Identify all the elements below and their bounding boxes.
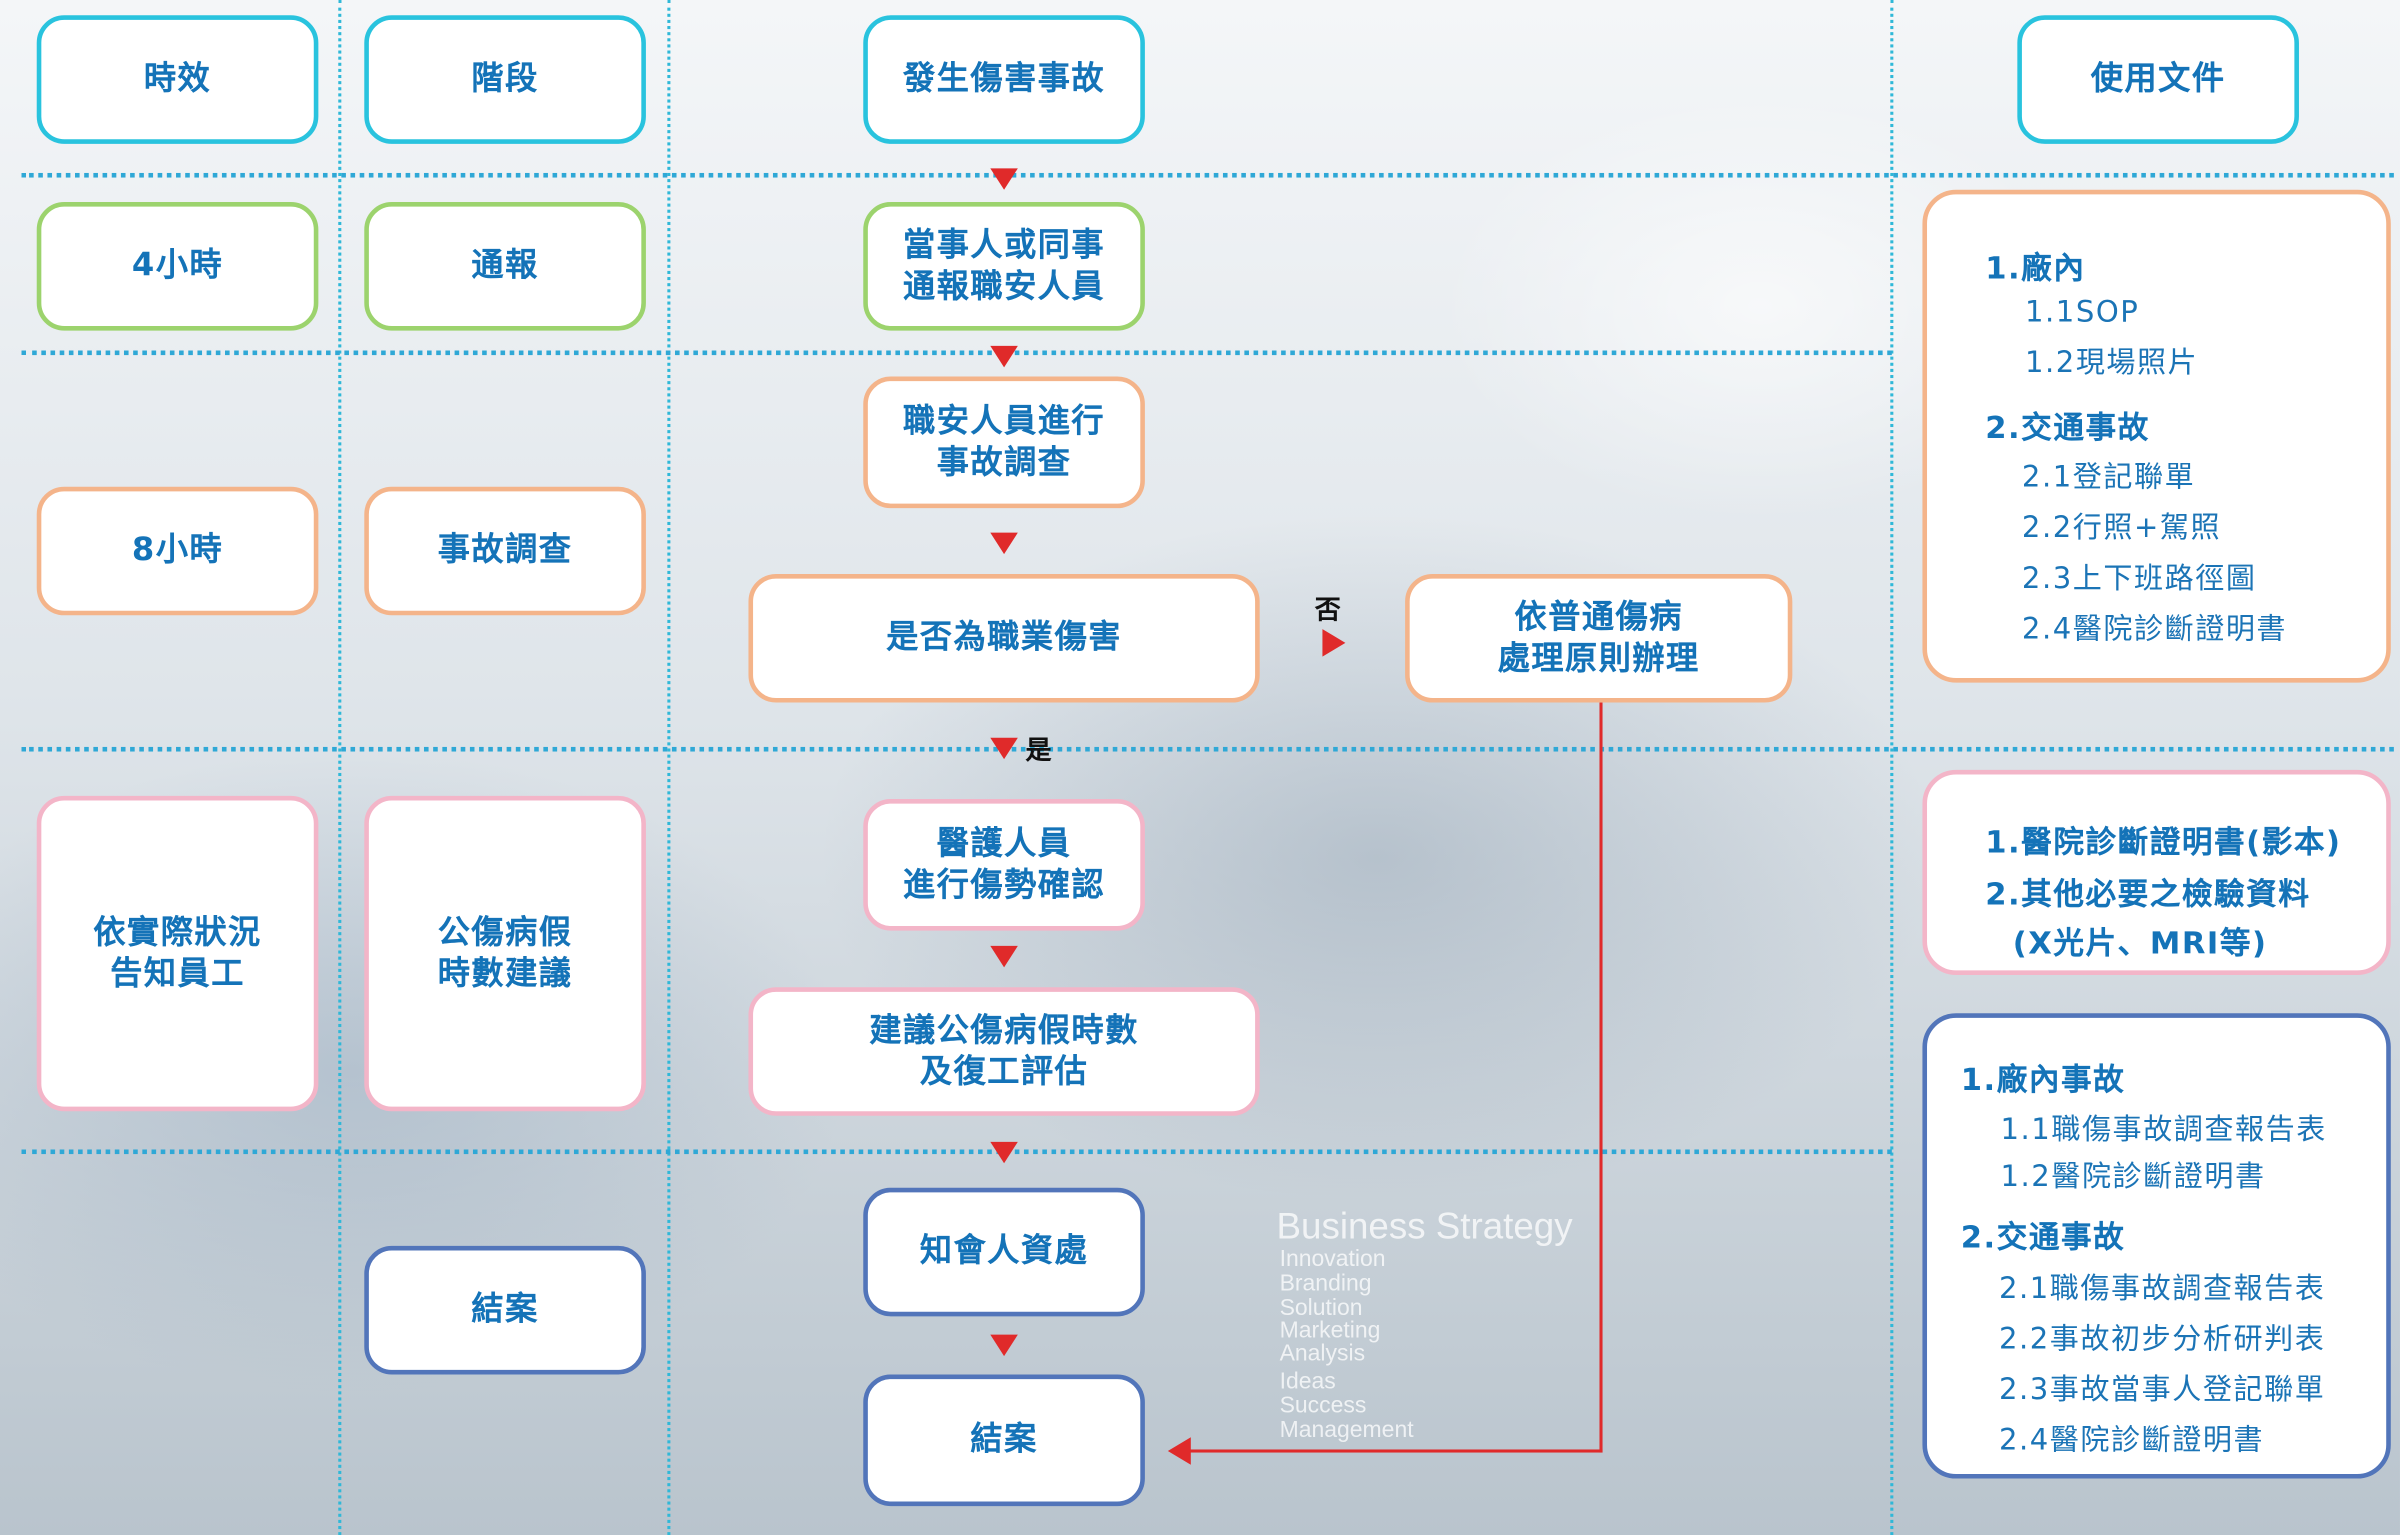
bg-word: Management bbox=[1279, 1417, 1414, 1444]
doc-item: 1.醫院診斷證明書(影本) bbox=[1985, 823, 2342, 861]
header-time: 時效 bbox=[36, 15, 319, 144]
time-4h: 4小時 bbox=[36, 202, 319, 331]
flow-start: 發生傷害事故 bbox=[863, 15, 1145, 144]
bg-word: Ideas bbox=[1279, 1368, 1336, 1395]
docs-close-box: 1.廠內事故 1.1職傷事故調查報告表 1.2醫院診斷證明書 2.交通事故 2.… bbox=[1922, 1013, 2391, 1479]
arrow-down bbox=[990, 737, 1018, 760]
stage-report: 通報 bbox=[364, 202, 646, 331]
flow-notify-hr: 知會人資處 bbox=[863, 1187, 1145, 1317]
bg-word: Marketing bbox=[1279, 1317, 1381, 1344]
time-notify-employee: 依實際狀況 告知員工 bbox=[36, 795, 319, 1112]
doc-item: 2.1職傷事故調查報告表 bbox=[1998, 1271, 2326, 1306]
bg-title: Business Strategy bbox=[1276, 1206, 1573, 1248]
flow-decision: 是否為職業傷害 bbox=[748, 573, 1260, 703]
doc-heading: 1.廠內事故 bbox=[1960, 1060, 2126, 1098]
row-divider bbox=[21, 1149, 1892, 1155]
doc-item: (X光片、MRI等) bbox=[2012, 924, 2268, 962]
no-label: 否 bbox=[1314, 595, 1341, 627]
bg-word: Success bbox=[1279, 1392, 1367, 1419]
header-stage: 階段 bbox=[364, 15, 646, 144]
bg-word: Analysis bbox=[1279, 1340, 1366, 1367]
lane-divider bbox=[1890, 0, 1894, 1535]
flow-report: 當事人或同事 通報職安人員 bbox=[863, 202, 1145, 331]
flow-investigate: 職安人員進行 事故調查 bbox=[863, 376, 1145, 509]
arrow-down bbox=[990, 532, 1018, 555]
arrow-down bbox=[990, 1334, 1018, 1357]
doc-item: 2.其他必要之檢驗資料 bbox=[1985, 875, 2311, 913]
lane-divider bbox=[338, 0, 342, 1535]
time-8h: 8小時 bbox=[36, 486, 319, 616]
doc-item: 1.2醫院診斷證明書 bbox=[2000, 1160, 2266, 1194]
bg-word: Innovation bbox=[1279, 1245, 1386, 1272]
doc-heading: 1.廠內 bbox=[1985, 249, 2086, 287]
arrow-left bbox=[1167, 1437, 1191, 1465]
flow-medical-check: 醫護人員 進行傷勢確認 bbox=[863, 798, 1145, 931]
lane-divider bbox=[667, 0, 671, 1535]
docs-leave-box: 1.醫院診斷證明書(影本) 2.其他必要之檢驗資料 (X光片、MRI等) bbox=[1922, 769, 2391, 975]
doc-item: 2.3事故當事人登記聯單 bbox=[1998, 1372, 2326, 1407]
flow-general-illness: 依普通傷病 處理原則辦理 bbox=[1405, 573, 1793, 703]
doc-item: 2.4醫院診斷證明書 bbox=[2021, 612, 2288, 646]
stage-sick-leave: 公傷病假 時數建議 bbox=[364, 795, 646, 1112]
header-docs: 使用文件 bbox=[2017, 15, 2299, 144]
doc-item: 2.1登記聯單 bbox=[2021, 460, 2196, 495]
bg-word: Solution bbox=[1279, 1294, 1363, 1321]
row-divider bbox=[21, 746, 2394, 752]
arrow-down bbox=[990, 945, 1018, 968]
doc-item: 2.4醫院診斷證明書 bbox=[1998, 1423, 2265, 1458]
arrow-down bbox=[990, 168, 1018, 190]
bg-word: Branding bbox=[1279, 1270, 1372, 1297]
doc-item: 2.3上下班路徑圖 bbox=[2021, 561, 2257, 596]
flow-close: 結案 bbox=[863, 1374, 1145, 1507]
docs-report-box: 1.廠內 1.1SOP 1.2現場照片 2.交通事故 2.1登記聯單 2.2行照… bbox=[1922, 189, 2391, 683]
doc-item: 1.2現場照片 bbox=[2024, 345, 2199, 380]
stage-close: 結案 bbox=[364, 1245, 646, 1375]
arrow-down bbox=[990, 345, 1018, 368]
doc-heading: 2.交通事故 bbox=[1960, 1218, 2126, 1256]
return-line-vertical bbox=[1599, 702, 1603, 1453]
flow-suggest-leave: 建議公傷病假時數 及復工評估 bbox=[748, 987, 1260, 1116]
arrow-right bbox=[1322, 629, 1346, 657]
row-divider bbox=[21, 172, 2394, 178]
doc-item: 1.1SOP bbox=[2024, 295, 2140, 330]
doc-item: 2.2事故初步分析研判表 bbox=[1998, 1322, 2326, 1357]
doc-item: 2.2行照+駕照 bbox=[2021, 511, 2222, 545]
doc-heading: 2.交通事故 bbox=[1985, 408, 2150, 446]
yes-label: 是 bbox=[1025, 736, 1052, 767]
row-divider bbox=[21, 350, 1892, 356]
return-line-horizontal bbox=[1187, 1449, 1603, 1453]
arrow-down bbox=[990, 1141, 1018, 1164]
doc-item: 1.1職傷事故調查報告表 bbox=[2000, 1112, 2327, 1147]
stage-investigation: 事故調查 bbox=[364, 486, 646, 616]
